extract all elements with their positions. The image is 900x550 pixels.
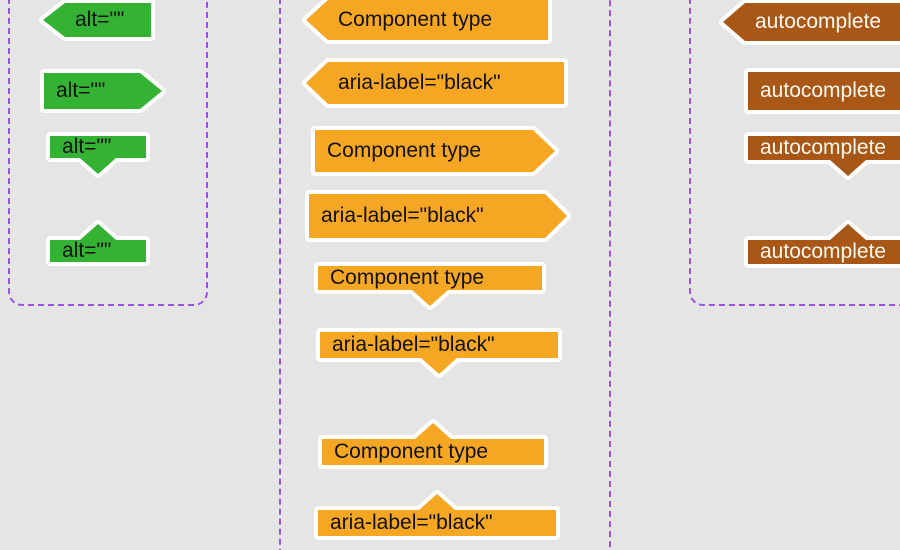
tag-green-1[interactable]: alt="" (39, 0, 155, 41)
tag-brown-3[interactable]: autocomplete (744, 132, 900, 180)
tag-shape-point-right (40, 69, 166, 113)
tag-orange-1[interactable]: Component type (302, 0, 552, 44)
tag-green-2[interactable]: alt="" (40, 69, 166, 113)
tag-shape-point-left (719, 0, 900, 45)
tag-orange-7[interactable]: Component type (318, 419, 548, 469)
tag-shape-point-right (311, 126, 559, 176)
tag-shape-point-down (744, 132, 900, 180)
tag-shape-point-up (318, 419, 548, 469)
tag-shape-point-right (305, 190, 571, 242)
tag-orange-5[interactable]: Component type (314, 262, 546, 310)
brown-group (689, 0, 900, 306)
tag-brown-1[interactable]: autocomplete (719, 0, 900, 45)
orange-group (279, 0, 611, 550)
tag-orange-6[interactable]: aria-label="black" (316, 328, 562, 378)
tag-shape-point-down (316, 328, 562, 378)
tag-shape-point-left (302, 0, 552, 44)
tag-green-3[interactable]: alt="" (46, 132, 150, 178)
green-group (8, 0, 208, 306)
tag-shape-point-up (46, 220, 150, 266)
tag-shape-point-down (314, 262, 546, 310)
tag-orange-4[interactable]: aria-label="black" (305, 190, 571, 242)
tag-shape-point-up (314, 490, 560, 540)
tag-brown-2[interactable]: autocomplete (744, 68, 900, 114)
tag-brown-4[interactable]: autocomplete (744, 220, 900, 268)
tag-shape-point-down (46, 132, 150, 178)
tag-shape-point-right (744, 68, 900, 114)
tag-orange-2[interactable]: aria-label="black" (302, 58, 568, 108)
tag-orange-8[interactable]: aria-label="black" (314, 490, 560, 540)
tag-green-4[interactable]: alt="" (46, 220, 150, 266)
tag-shape-point-up (744, 220, 900, 268)
tag-shape-point-left (302, 58, 568, 108)
tag-orange-3[interactable]: Component type (311, 126, 559, 176)
tag-shape-point-left (39, 0, 155, 41)
